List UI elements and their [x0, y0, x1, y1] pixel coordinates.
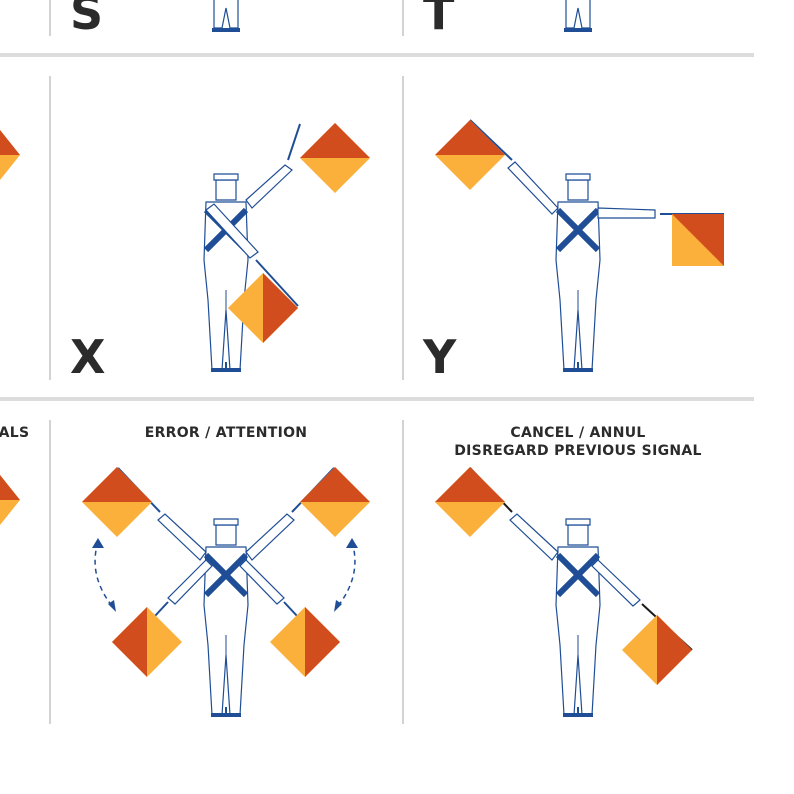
- flag-icon: [435, 120, 505, 190]
- signal-letter-x: X: [70, 330, 106, 384]
- signal-letter-t: T: [423, 0, 455, 40]
- figure-error-attention: [117, 467, 335, 715]
- flag-icon: [300, 467, 370, 537]
- figure-t-legs: [564, 0, 592, 32]
- row-divider-bottom: [0, 397, 754, 401]
- caption-error-attention: ERROR / ATTENTION: [144, 425, 308, 441]
- column-divider: [49, 0, 51, 36]
- column-divider: [49, 420, 51, 724]
- motion-arrow-icon: [334, 538, 358, 612]
- figure-s-legs: [212, 0, 240, 32]
- figure-x: [204, 123, 301, 370]
- column-divider: [49, 76, 51, 380]
- flag-icon: [270, 607, 340, 677]
- flag-icon: [435, 467, 505, 537]
- motion-arrow-icon: [92, 538, 116, 612]
- flag-icon: [300, 123, 370, 193]
- flag-icon: [228, 273, 298, 343]
- caption-cancel-line2: DISREGARD PREVIOUS SIGNAL: [454, 443, 702, 459]
- flag-icon: [82, 467, 152, 537]
- caption-signals-partial: ALS: [0, 425, 30, 441]
- flag-icon: [112, 607, 182, 677]
- flag-icon: [622, 615, 692, 685]
- flag-icon: [672, 214, 724, 266]
- row-divider-top: [0, 53, 754, 57]
- flag-icon: [0, 130, 20, 180]
- flag-icon: [0, 475, 20, 525]
- signal-letter-s: S: [70, 0, 104, 40]
- signal-letter-y: Y: [423, 330, 457, 384]
- column-divider: [402, 76, 404, 380]
- caption-cancel-line1: CANCEL / ANNUL: [510, 425, 646, 441]
- column-divider: [402, 420, 404, 724]
- column-divider: [402, 0, 404, 36]
